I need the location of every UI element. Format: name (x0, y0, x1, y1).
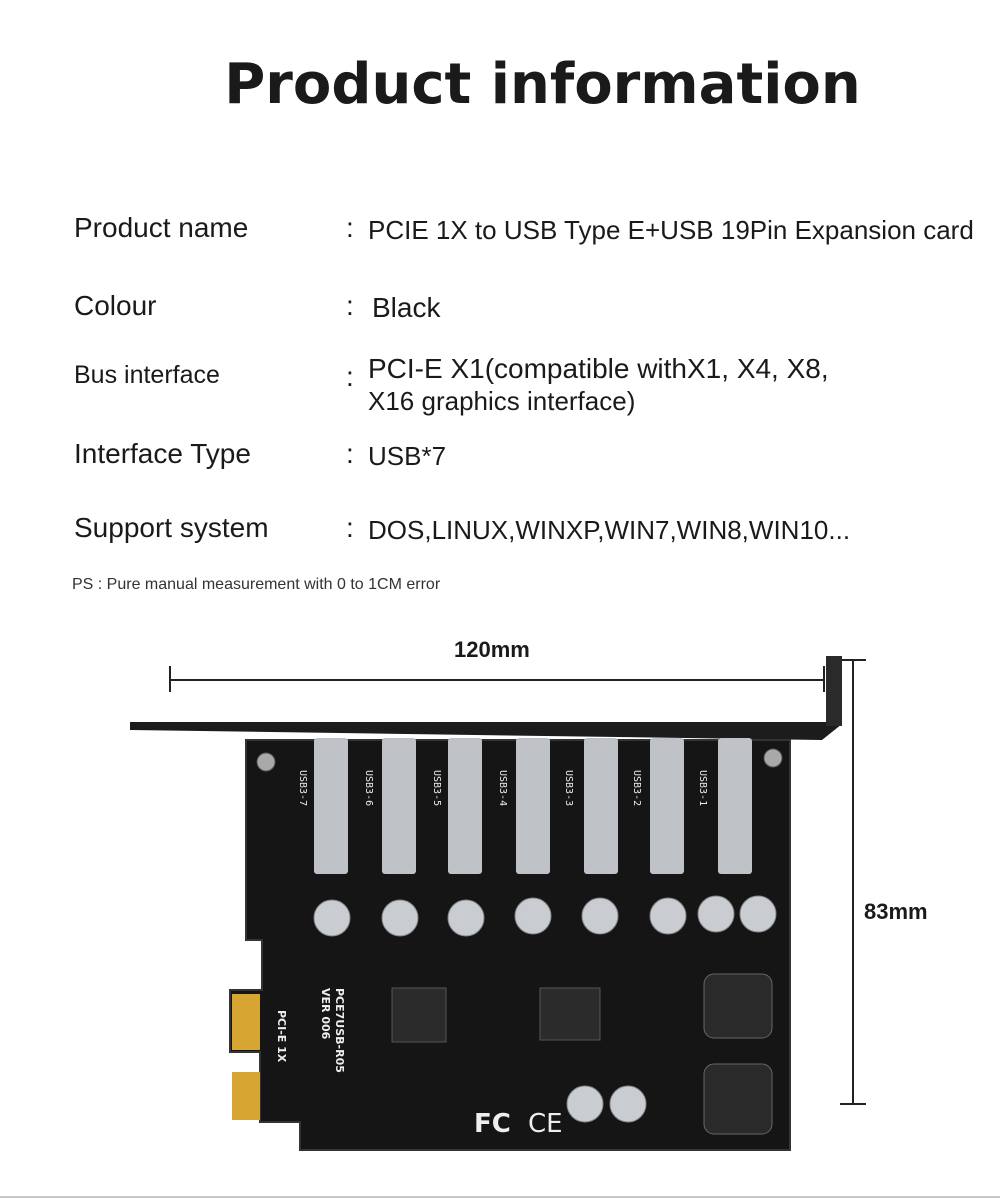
spec-colon: : (346, 438, 354, 469)
spec-label: Interface Type (74, 438, 251, 469)
card-bracket (130, 656, 842, 740)
screw-icon (763, 748, 783, 768)
fc-mark-icon: FC (474, 1109, 511, 1139)
spec-label: Bus interface (74, 361, 220, 389)
spec-label: Colour (74, 290, 157, 321)
width-dimension-line (169, 666, 825, 692)
spec-colon: : (346, 512, 354, 543)
spec-value-line-1: PCI-E X1(compatible withX1, X4, X8, (368, 353, 829, 384)
inductor (703, 973, 773, 1039)
page-title: Product information (224, 52, 861, 117)
spec-value-line-2: X16 graphics interface) (368, 386, 636, 416)
measurement-note: PS : Pure manual measurement with 0 to 1… (72, 576, 441, 593)
board-edge-label: PCI-E 1X (275, 1010, 288, 1063)
spec-colon: : (346, 290, 354, 321)
usb-port-label: USB3-3 (563, 770, 574, 806)
height-dimension-label: 83mm (864, 899, 928, 924)
usb-port-label: USB3-5 (431, 770, 442, 806)
board-model-label: PCE7USB-R05 (333, 988, 346, 1073)
hub-chip (539, 987, 601, 1041)
spec-value: USB*7 (368, 441, 447, 471)
usb-port-label: USB3-4 (497, 770, 508, 806)
board-version-label: VER 006 (319, 988, 332, 1040)
spec-value: PCIE 1X to USB Type E+USB 19Pin Expansio… (368, 215, 974, 245)
inductor (703, 1063, 773, 1135)
screw-icon (256, 752, 276, 772)
expansion-card-illustration: USB3-7 USB3-6 USB3-5 USB3-4 USB3-3 USB3-… (130, 656, 866, 1151)
usb-port-label: USB3-6 (363, 770, 374, 806)
bottom-divider (0, 1196, 1000, 1198)
capacitors (313, 895, 777, 1123)
usb-ports (314, 738, 752, 874)
pci-e-gold-fingers (232, 994, 260, 1120)
usb-port-label: USB3-7 (297, 770, 308, 806)
spec-value: DOS,LINUX,WINXP,WIN7,WIN8,WIN10... (368, 515, 851, 545)
ce-mark-icon: CE (528, 1109, 563, 1139)
height-dimension-line (840, 659, 866, 1105)
spec-colon: : (346, 212, 354, 243)
spec-value: Black (372, 292, 441, 323)
spec-label: Support system (74, 512, 269, 543)
controller-chip (391, 987, 447, 1043)
spec-colon: : (346, 361, 354, 392)
usb-port-label: USB3-1 (697, 770, 708, 806)
spec-label: Product name (74, 212, 249, 243)
width-dimension-label: 120mm (454, 637, 530, 662)
usb-port-label: USB3-2 (631, 770, 642, 806)
usb-port-labels: USB3-7 USB3-6 USB3-5 USB3-4 USB3-3 USB3-… (297, 770, 708, 806)
